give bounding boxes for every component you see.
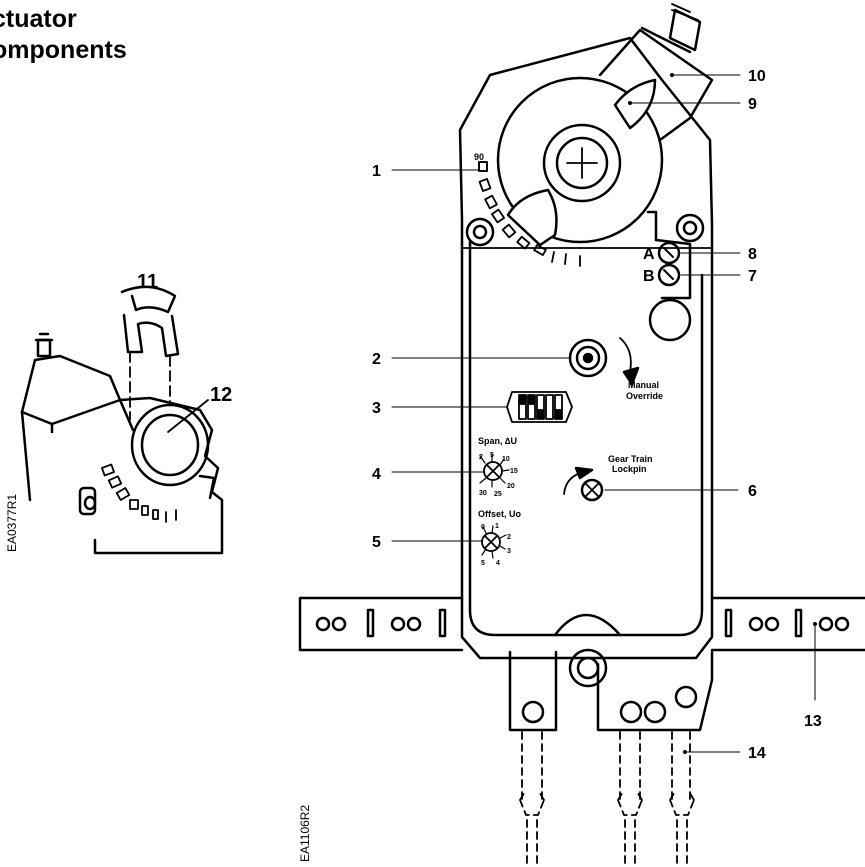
gear-train-line-1: Gear Train (608, 454, 653, 464)
callout-8: 8 (748, 246, 757, 263)
port-b-label: B (643, 268, 655, 285)
manual-override-line-1: Manual (628, 380, 659, 390)
callout-4: 4 (372, 466, 381, 483)
title-line-2: omponents (0, 36, 127, 64)
callout-1: 1 (372, 163, 381, 180)
span-tick: 20 (507, 483, 515, 490)
offset-tick: 3 (507, 548, 511, 555)
span-tick: 5 (490, 452, 494, 459)
span-tick: 30 (479, 490, 487, 497)
span-tick: 10 (502, 456, 510, 463)
drawing-code-main: EA1106R2 (298, 805, 312, 862)
inset-position-marks (101, 463, 177, 523)
callout-10: 10 (748, 68, 766, 85)
hub-shaft-arrow-9 (613, 78, 657, 130)
offset-dial (481, 525, 507, 559)
mounting-bracket (298, 596, 865, 652)
connector-block-10 (598, 3, 714, 142)
span-dial-numbers: 2 5 10 15 20 25 30 (479, 452, 518, 498)
callout-11: 11 (137, 271, 158, 293)
callout-2: 2 (372, 351, 381, 368)
port-a-label: A (643, 246, 655, 263)
offset-tick: 4 (496, 560, 500, 567)
span-tick: 2 (479, 454, 483, 461)
callout-13: 13 (804, 713, 822, 730)
span-label: Span, ∆U (478, 436, 517, 446)
clip-11 (120, 285, 180, 421)
callout-3: 3 (372, 400, 381, 417)
offset-label: Offset, Uo (478, 509, 522, 519)
manual-override-line-2: Override (626, 391, 663, 401)
callout-6: 6 (748, 483, 757, 500)
callout-14: 14 (748, 745, 766, 762)
callout-5: 5 (372, 534, 381, 551)
offset-tick: 1 (495, 523, 499, 530)
title-line-1: ctuator (0, 5, 77, 33)
position-scale (478, 161, 581, 267)
offset-tick: 5 (481, 560, 485, 567)
span-dial (479, 454, 510, 488)
offset-tick: 2 (507, 534, 511, 541)
callout-12: 12 (210, 384, 232, 406)
offset-dial-numbers: 0 1 2 3 4 5 (481, 523, 511, 567)
dip-switches (506, 391, 573, 423)
offset-tick: 0 (481, 524, 485, 531)
gear-train-line-2: Lockpin (612, 464, 647, 474)
drawing-code-left: EA0377R1 (5, 494, 19, 552)
cable-glands (508, 650, 714, 867)
span-tick: 25 (494, 491, 502, 498)
scale-90-label: 90 (474, 152, 484, 162)
page-title: ctuator omponents (0, 4, 127, 66)
callout-9: 9 (748, 96, 757, 113)
span-tick: 15 (510, 468, 518, 475)
inset-actuator (20, 285, 224, 555)
main-actuator (458, 3, 714, 688)
leader-lines (391, 74, 816, 753)
callout-7: 7 (748, 268, 757, 285)
